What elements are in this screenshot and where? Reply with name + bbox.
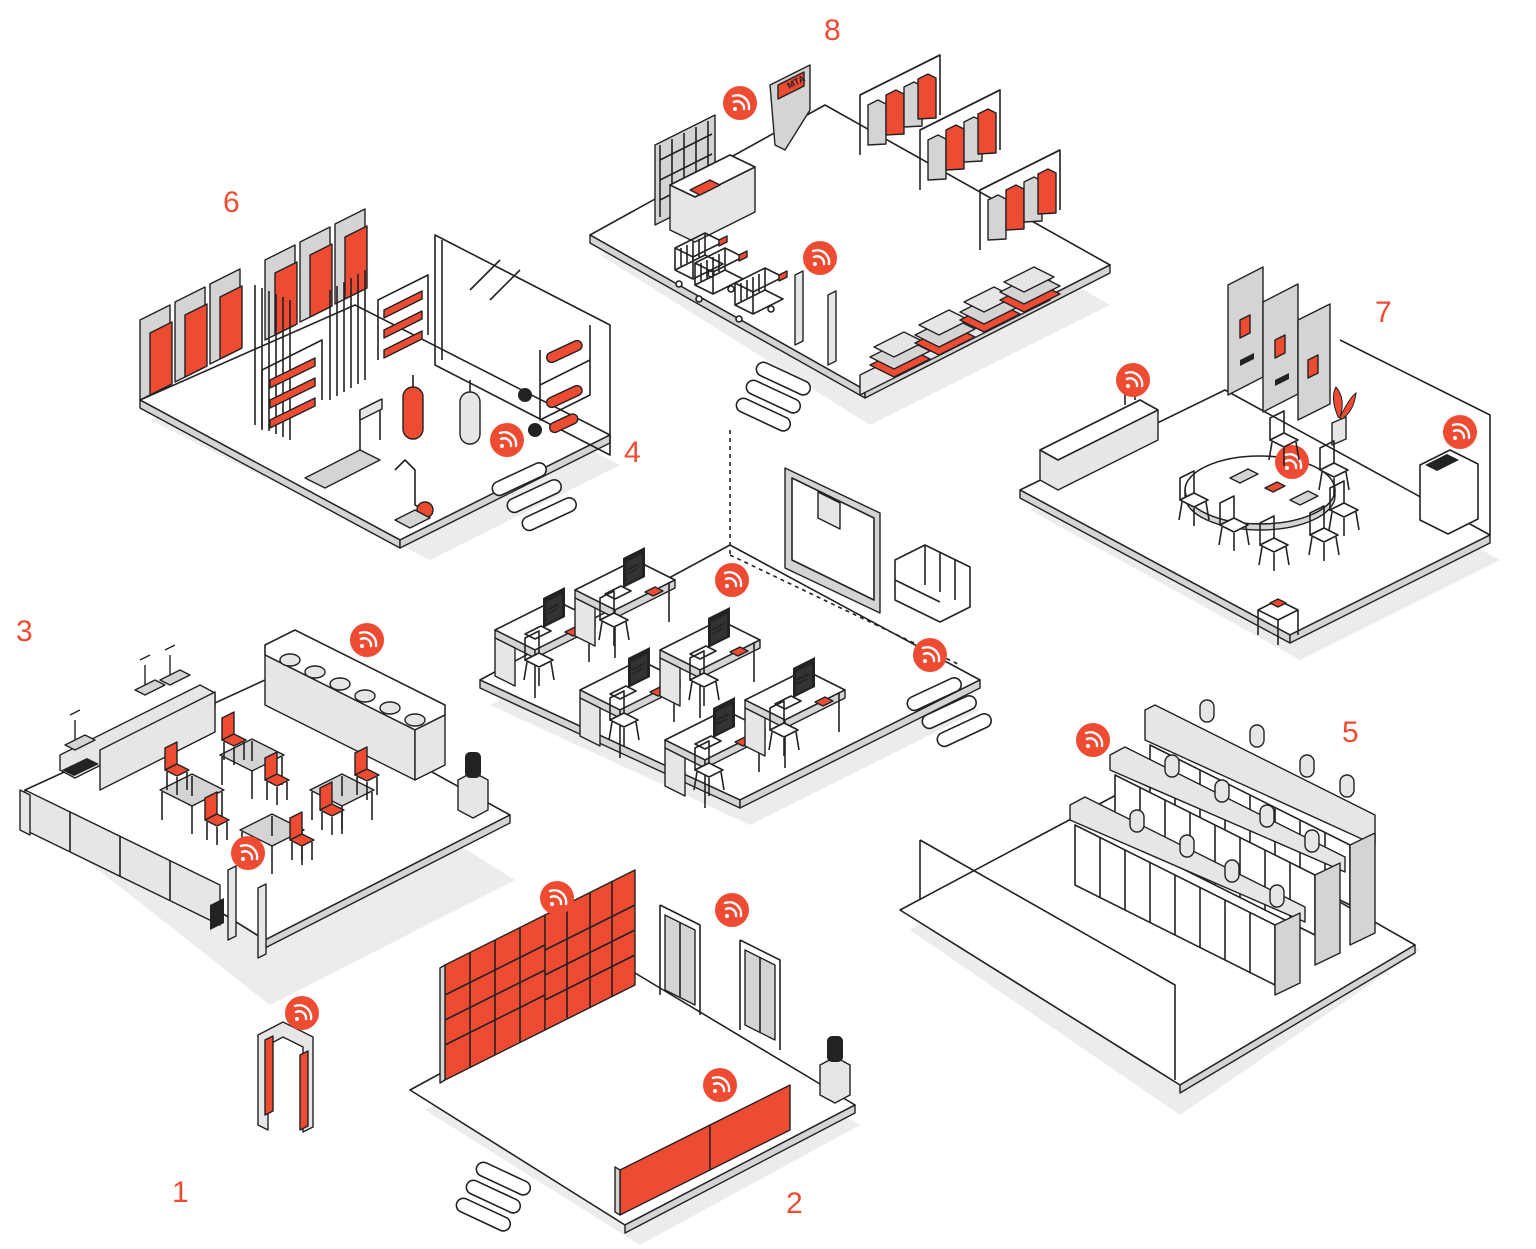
zone-label-8: 8: [824, 14, 841, 47]
wifi-icon: [701, 1066, 739, 1104]
wifi-icon: [1074, 721, 1112, 759]
room-3-cafeteria: [19, 621, 515, 1005]
wifi-icon: [1114, 361, 1152, 399]
wifi-icon: [801, 239, 839, 277]
room-6-gym: [139, 208, 620, 560]
wifi-icon: [713, 561, 751, 599]
zone-label-1: 1: [172, 1176, 189, 1209]
wifi-icon: [283, 994, 321, 1032]
wifi-icon: [229, 834, 267, 872]
room-7-office: [1019, 266, 1500, 660]
wifi-icon: [1273, 443, 1311, 481]
zone-label-5: 5: [1342, 716, 1359, 749]
wifi-icon: [488, 421, 526, 459]
room-8-store: MTA: [589, 54, 1111, 432]
wifi-icon: [911, 636, 949, 674]
zone-label-3: 3: [16, 615, 33, 648]
room-4-classroom: [479, 430, 992, 825]
zone-label-7: 7: [1375, 296, 1392, 329]
zone-label-6: 6: [223, 186, 240, 219]
zone-1-entrance: [257, 994, 321, 1133]
wifi-icon: [538, 879, 576, 917]
wifi-icon: [1441, 413, 1479, 451]
wifi-icon: [348, 621, 386, 659]
room-5-auditorium: [899, 699, 1420, 1115]
zone-label-2: 2: [786, 1187, 803, 1220]
wifi-icon: [721, 84, 759, 122]
zone-label-4: 4: [624, 436, 641, 469]
room-2-lobby: [409, 869, 860, 1245]
wifi-icon: [713, 891, 751, 929]
